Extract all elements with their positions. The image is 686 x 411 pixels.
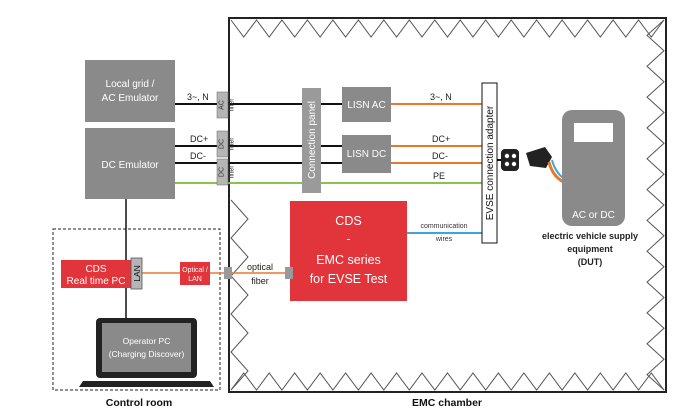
filter-dc-plus: DC filter xyxy=(216,130,236,158)
cds-emc-line3: EMC series xyxy=(316,253,381,267)
absorber-left xyxy=(230,199,249,391)
cds-rtpc-line1: CDS xyxy=(85,264,106,275)
dut-display xyxy=(574,123,613,142)
cds-rtpc-line2: Real time PC xyxy=(67,276,126,287)
optical-lan-line2: LAN xyxy=(188,276,202,283)
emc-chamber-caption: EMC chamber xyxy=(412,397,482,409)
communication-label-2: wires xyxy=(435,236,453,243)
filter-dc-minus-type: DC xyxy=(219,167,226,177)
control-room-boundary xyxy=(52,228,221,391)
evse-adapter-label: EVSE connection adapter xyxy=(485,105,496,220)
operator-pc-line2: (Charging Discover) xyxy=(109,349,185,359)
filter-dc-plus-box xyxy=(216,130,229,158)
cds-emc-line4: for EVSE Test xyxy=(310,272,388,286)
ac-right-label: 3~, N xyxy=(430,92,452,102)
dc-plus-right-label: DC+ xyxy=(432,134,450,144)
socket-pin-icon xyxy=(504,161,510,167)
filter-dc-plus-word: filter xyxy=(229,137,236,151)
socket-pin-icon xyxy=(511,161,517,167)
cds-real-time-pc: CDS Real time PC xyxy=(61,260,131,288)
socket-pin-icon xyxy=(511,153,517,159)
filter-dc-plus-type: DC xyxy=(219,139,226,149)
dc-plus-left-label: DC+ xyxy=(190,134,208,144)
dut-caption-1: electric vehicle supply xyxy=(542,231,638,241)
cds-emc-line1: CDS xyxy=(335,214,361,228)
filter-dc-minus-word: filter xyxy=(229,165,236,179)
connection-panel: Connection panel xyxy=(302,88,321,193)
lisn-ac-label: LISN AC xyxy=(347,100,385,111)
absorber-right xyxy=(646,19,665,391)
cds-emc-series: CDS - EMC series for EVSE Test xyxy=(290,201,407,301)
dc-emulator-box xyxy=(85,128,175,199)
local-grid-ac-emulator: Local grid / AC Emulator xyxy=(85,60,175,122)
wiring xyxy=(125,103,510,318)
laptop-screen xyxy=(102,323,191,372)
optical-lan-line1: Optical / xyxy=(182,267,208,274)
filter-ac-box xyxy=(216,91,229,119)
optical-lan-converter: Optical / LAN xyxy=(180,262,210,285)
emc-chamber-wall xyxy=(228,17,667,393)
absorber-top xyxy=(230,19,665,38)
lan-port-box xyxy=(130,257,143,290)
operator-pc-laptop: Operator PC (Charging Discover) xyxy=(79,318,214,387)
dc-minus-right-label: DC- xyxy=(432,151,448,161)
socket-pin-icon xyxy=(504,153,510,159)
cds-emc-line2: - xyxy=(346,232,350,246)
filter-dc-minus-box xyxy=(216,158,229,186)
evse-connection-adapter: EVSE connection adapter xyxy=(481,82,498,244)
ac-emulator-box xyxy=(85,60,175,122)
lan-port-label: LAN xyxy=(132,265,142,282)
control-room-caption: Control room xyxy=(106,397,173,409)
absorber-bottom xyxy=(230,372,665,391)
optical-fiber-label-1: optical xyxy=(247,262,273,272)
lisn-dc: LISN DC xyxy=(342,135,391,173)
dut-box-label: AC or DC xyxy=(572,210,615,221)
plug-icon xyxy=(526,147,552,168)
socket-icon xyxy=(501,149,519,171)
fiber-connector xyxy=(285,267,293,279)
filter-ac: AC filter xyxy=(216,91,236,119)
dc-minus-left-label: DC- xyxy=(190,151,206,161)
ac-emulator-label-2: AC Emulator xyxy=(102,93,159,104)
dc-emulator: DC Emulator xyxy=(85,128,175,199)
lisn-ac-box xyxy=(342,87,391,122)
laptop-base xyxy=(79,381,214,387)
connection-panel-label: Connection panel xyxy=(307,101,318,179)
dut-charger: AC or DC xyxy=(562,110,625,226)
filter-ac-word: filter xyxy=(229,98,236,112)
dc-emulator-label: DC Emulator xyxy=(101,160,159,171)
connection-panel-box xyxy=(302,88,321,193)
emc-chamber xyxy=(228,17,667,393)
lan-port: LAN xyxy=(130,257,143,290)
lisn-dc-label: LISN DC xyxy=(347,149,386,160)
optical-lan-box xyxy=(180,262,210,285)
dut-caption-2: equipment xyxy=(567,244,613,254)
cds-rtpc-box xyxy=(61,260,131,288)
cds-emc-box xyxy=(290,201,407,301)
filter-ac-type: AC xyxy=(219,100,226,110)
dut-caption-3: (DUT) xyxy=(578,257,603,267)
charging-connector-icon xyxy=(501,147,569,185)
optical-fiber-label-2: fiber xyxy=(251,276,269,286)
communication-label-1: communication xyxy=(420,223,467,230)
ac-left-label: 3~, N xyxy=(187,92,209,102)
lisn-dc-box xyxy=(342,135,391,173)
wall-feedthrough xyxy=(224,267,232,279)
lisn-ac: LISN AC xyxy=(342,87,391,122)
operator-pc-line1: Operator PC xyxy=(123,336,171,346)
ac-emulator-label-1: Local grid / xyxy=(106,79,155,90)
filter-dc-minus: DC filter xyxy=(216,158,236,186)
pe-label: PE xyxy=(433,171,445,181)
evse-adapter-box xyxy=(481,82,498,244)
